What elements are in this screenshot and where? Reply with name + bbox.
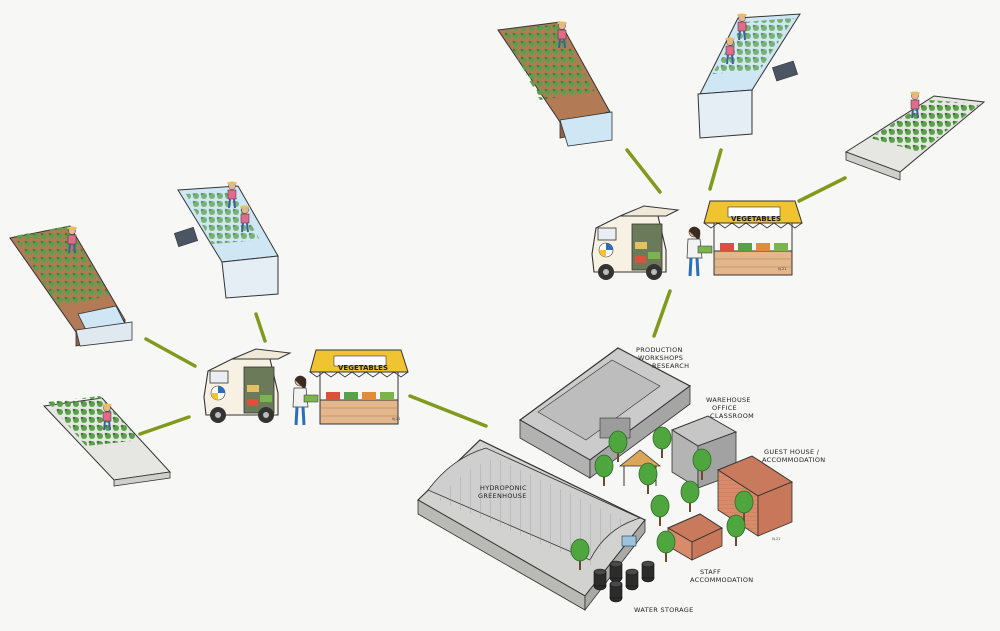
connector-line [144, 337, 197, 368]
warehouse-building [670, 415, 738, 489]
connector-line [254, 312, 267, 343]
stall-sign-top: VEGETABLES [731, 215, 781, 223]
van-left [203, 348, 291, 424]
signature-top: lij.21 [778, 267, 786, 271]
connector-line [708, 148, 723, 191]
signature-left: lij.21 [392, 417, 400, 421]
production-building [518, 347, 692, 479]
connector-line [138, 415, 191, 436]
delivery-van-icon [203, 348, 291, 424]
connector-line [625, 148, 662, 194]
connector-line [652, 289, 672, 338]
staff-accommodation-building [666, 513, 724, 561]
market-stall-left: VEGETABLES lij.21 [309, 349, 409, 425]
label-guesthouse: GUEST HOUSE /ACCOMMODATION [762, 448, 825, 464]
vendor-person-icon [291, 374, 320, 427]
aquaponic-farm-left [173, 180, 279, 299]
vendor-person-icon [685, 225, 714, 278]
connector-line [797, 176, 847, 203]
market-stall-icon [703, 200, 803, 276]
delivery-van-icon [591, 205, 679, 281]
market-stall-icon [309, 349, 409, 425]
blue-tank [621, 535, 637, 547]
connector-lines [138, 148, 847, 436]
soil-bed-farm-top [497, 20, 613, 147]
label-water-storage: WATER STORAGE [634, 606, 694, 614]
signature-hub: lij.21 [772, 537, 780, 541]
van-top [591, 205, 679, 281]
field-farm-left [42, 396, 172, 487]
field-farm-top [844, 90, 986, 181]
water-storage-tanks [593, 560, 655, 603]
connector-line [408, 394, 488, 428]
stall-sign-left: VEGETABLES [338, 364, 388, 372]
market-stall-top: VEGETABLES lij.21 [703, 200, 803, 276]
soil-bed-farm-left [9, 225, 133, 347]
aquaponic-farm-top [697, 12, 801, 139]
